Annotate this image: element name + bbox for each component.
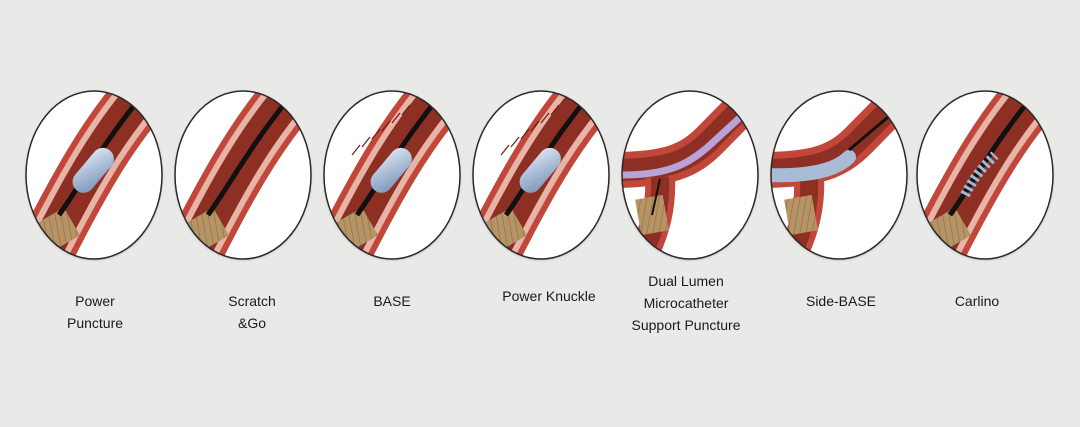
power-knuckle-label-line: Power Knuckle	[502, 288, 596, 304]
dual-lumen-microcatheter-support-puncture-content	[622, 91, 758, 259]
base-label-line: BASE	[373, 293, 411, 309]
scratch-and-go-outline	[174, 90, 312, 260]
carlino-outline	[916, 90, 1054, 260]
side-base-balloon	[771, 150, 856, 183]
power-puncture-label-line: Power	[75, 293, 115, 309]
dual-lumen-microcatheter-support-puncture-label-line: Microcatheter	[643, 295, 729, 311]
scratch-and-go-label-line: &Go	[237, 315, 266, 331]
base-dissection-mark	[351, 144, 361, 156]
power-knuckle-dissection-mark	[550, 104, 560, 116]
base-dissection-mark	[381, 120, 391, 132]
power-puncture-outline	[25, 90, 163, 260]
power-knuckle-dissection-mark	[510, 136, 520, 148]
base-dissection-mark	[361, 136, 371, 148]
base-panel	[323, 90, 461, 260]
base-label: BASE	[373, 290, 410, 312]
power-knuckle-dissection-mark	[540, 112, 550, 124]
dual-lumen-microcatheter-support-puncture-vessel-lumen	[622, 91, 758, 181]
side-base-content	[771, 91, 907, 259]
power-knuckle-dissection-mark	[500, 144, 510, 156]
dual-lumen-microcatheter-support-puncture-outline	[621, 90, 759, 260]
side-base-label: Side-BASE	[806, 290, 876, 312]
power-puncture-balloon	[72, 147, 114, 193]
dual-lumen-microcatheter-support-puncture-guidewire	[651, 178, 661, 216]
scratch-and-go-label: Scratch&Go	[228, 290, 275, 334]
dual-lumen-microcatheter-support-puncture-label-line: Dual Lumen	[648, 273, 724, 289]
side-base-label-line: Side-BASE	[805, 293, 877, 309]
power-knuckle-panel	[472, 90, 610, 260]
carlino-label: Carlino	[955, 290, 999, 312]
dual-lumen-microcatheter-support-puncture-label-line: Support Puncture	[631, 317, 741, 333]
side-base-panel	[770, 90, 908, 260]
power-knuckle-balloon	[519, 147, 561, 193]
scratch-and-go-panel	[174, 90, 312, 260]
carlino-label-line: Carlino	[954, 293, 1000, 309]
power-puncture-label-line: Puncture	[66, 315, 124, 331]
side-base-outline	[770, 90, 908, 260]
side-base-occlusion	[784, 194, 818, 236]
base-dissection-mark	[401, 104, 411, 116]
base-dissection-mark	[391, 112, 401, 124]
carlino-panel	[916, 90, 1054, 260]
power-puncture-panel	[25, 90, 163, 260]
base-balloon	[370, 147, 412, 193]
base-outline	[323, 90, 461, 260]
dual-lumen-microcatheter-support-puncture-microcatheter	[622, 97, 758, 179]
base-dissection-mark	[371, 128, 381, 140]
power-knuckle-dissection-mark	[530, 120, 540, 132]
dual-lumen-microcatheter-support-puncture-panel	[621, 90, 759, 260]
scratch-and-go-label-line: Scratch	[228, 293, 276, 309]
power-knuckle-outline	[472, 90, 610, 260]
power-knuckle-label: Power Knuckle	[502, 285, 595, 307]
power-knuckle-dissection-mark	[520, 128, 530, 140]
